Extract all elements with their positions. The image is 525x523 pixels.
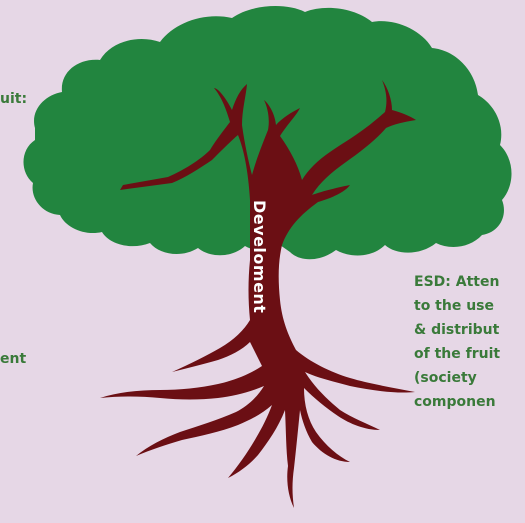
esd-label: ESD: Atten to the use & distribut of the… bbox=[414, 270, 500, 414]
esd-label-line: of the fruit bbox=[414, 346, 501, 362]
left-bottom-label: ent bbox=[0, 351, 27, 367]
tree-trunk bbox=[100, 80, 416, 508]
esd-label-line: to the use bbox=[414, 298, 495, 314]
trunk-label: Develoment bbox=[250, 200, 269, 314]
esd-label-line: ESD: Atten bbox=[414, 274, 500, 290]
esd-label-line: & distribut bbox=[414, 322, 500, 338]
esd-label-line: (society bbox=[414, 370, 477, 386]
esd-label-line: componen bbox=[414, 394, 496, 410]
left-top-label: uit: bbox=[0, 91, 28, 107]
